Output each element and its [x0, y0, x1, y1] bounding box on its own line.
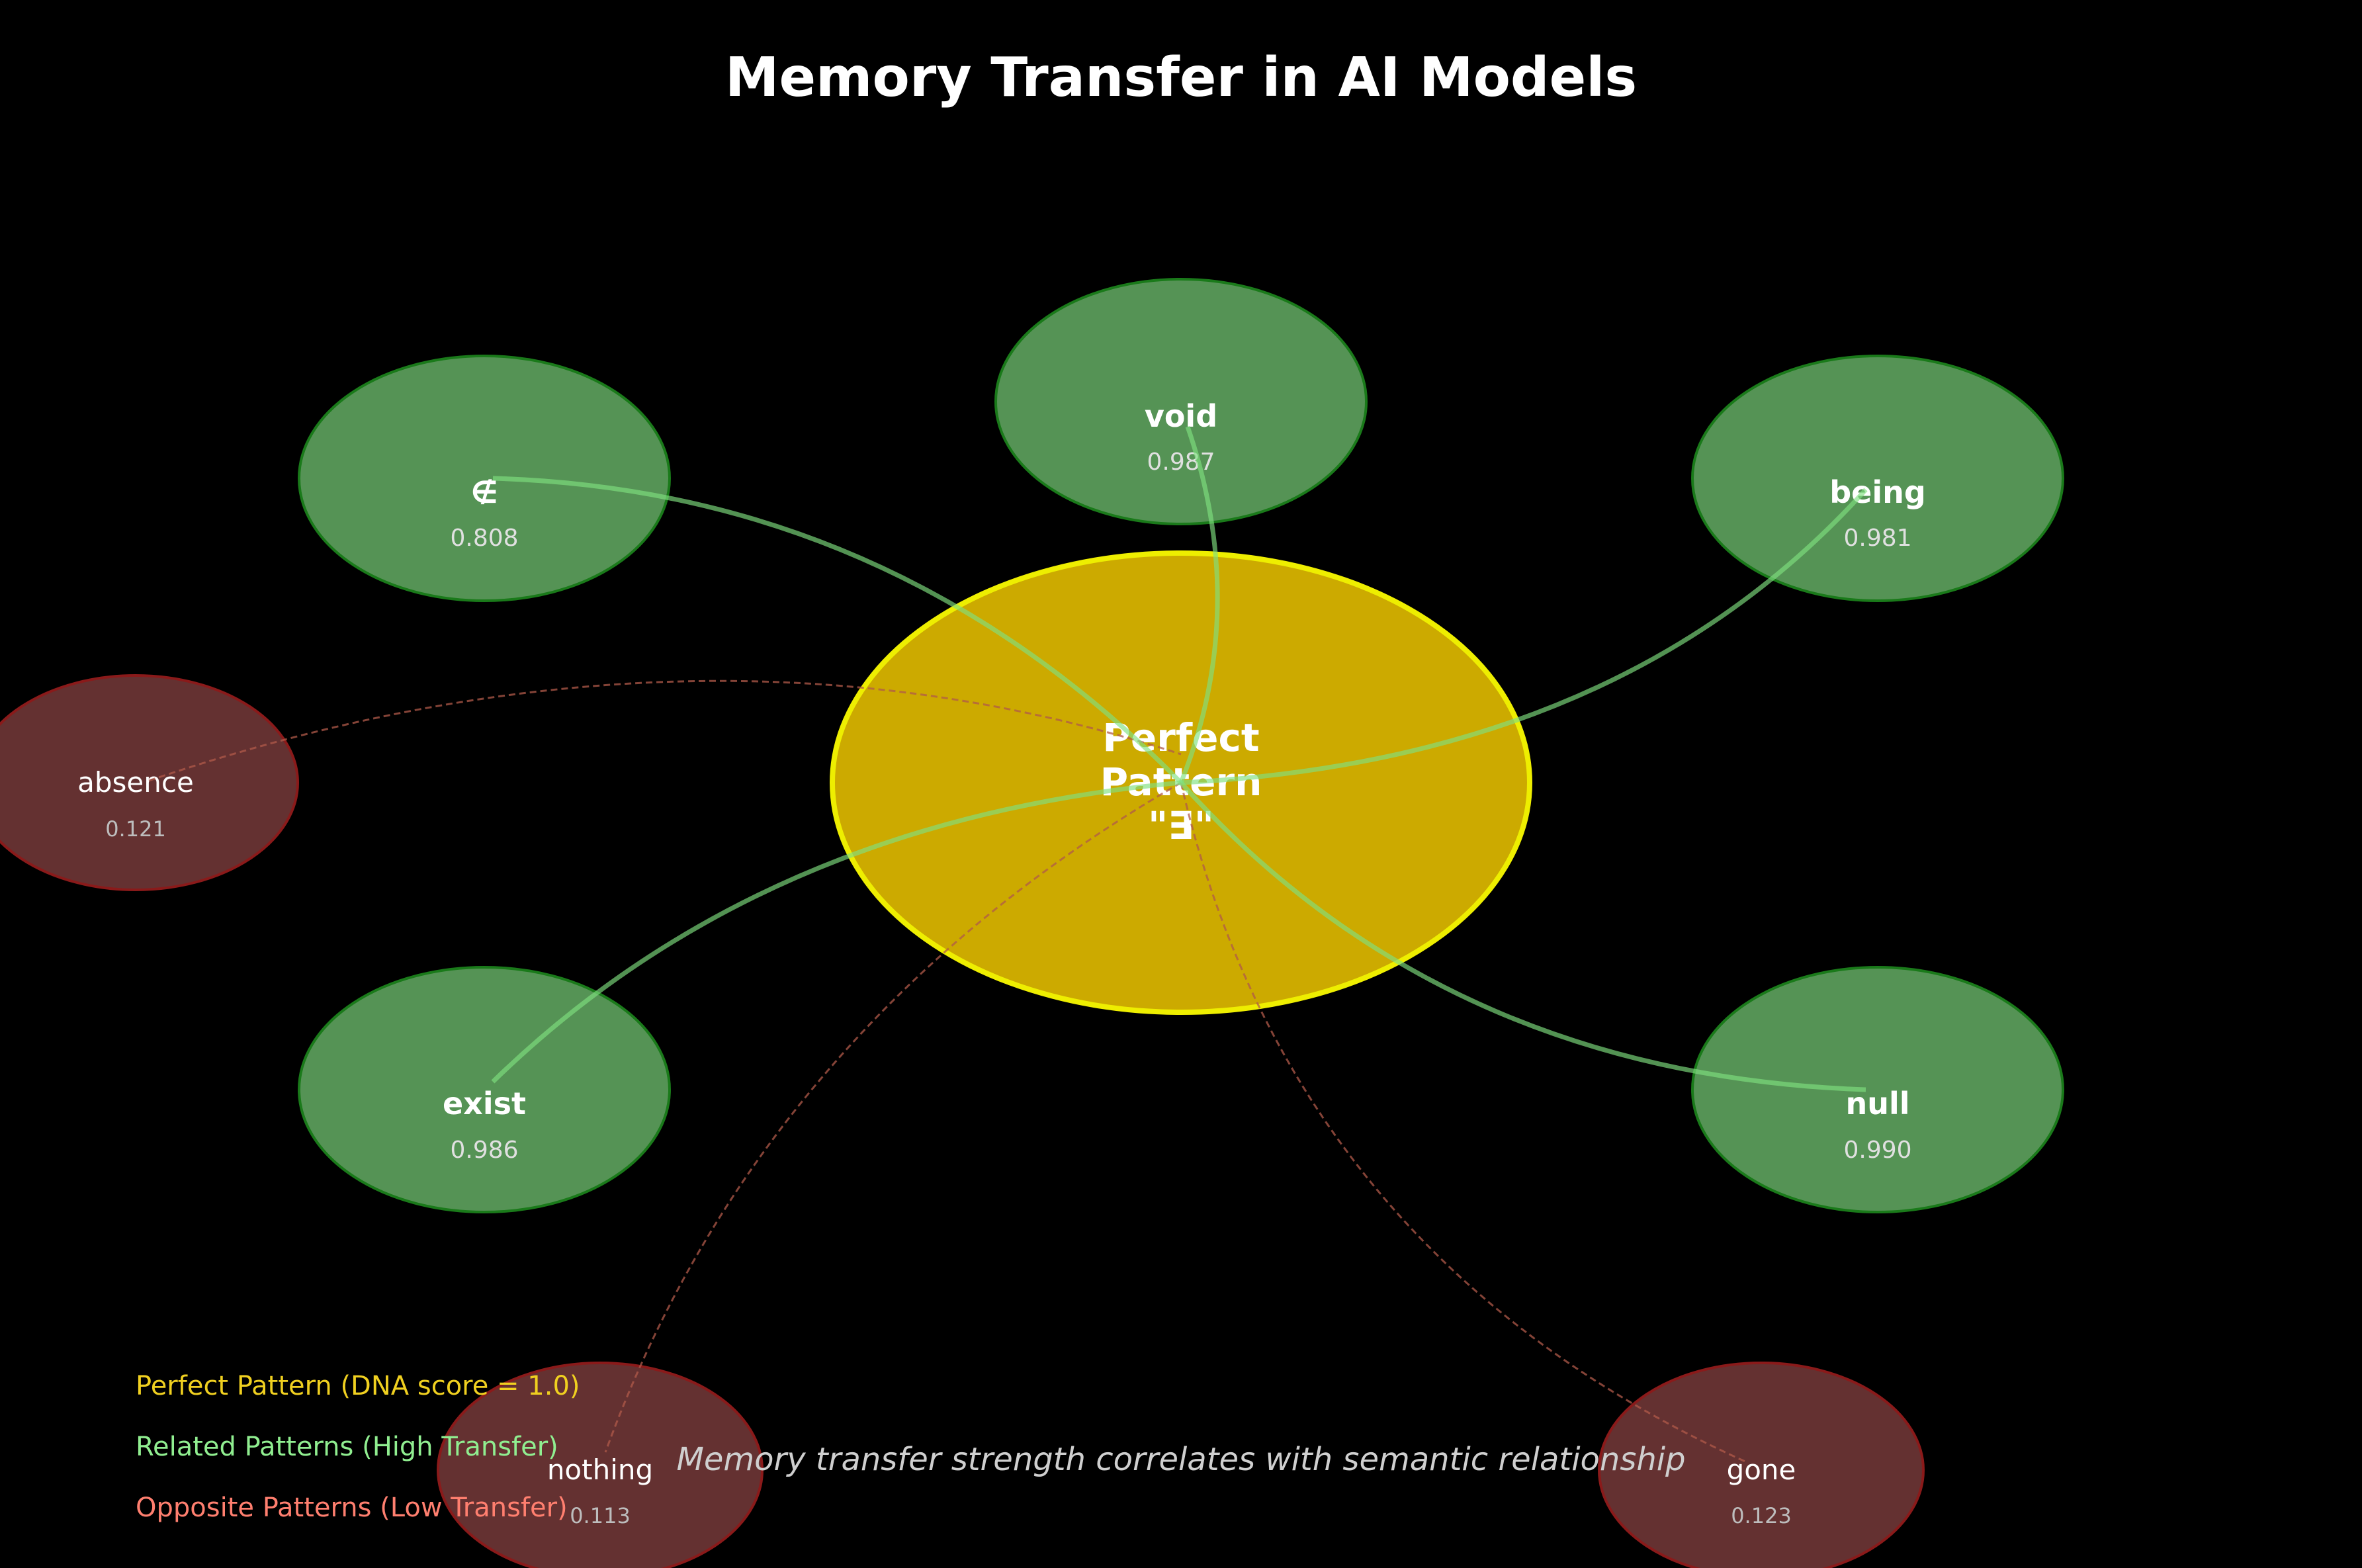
- opposite-node-gone-label: gone: [1727, 1454, 1796, 1486]
- related-node-null: null 0.990: [1691, 966, 2064, 1213]
- node-shape: [437, 1362, 764, 1568]
- node-score: 0.990: [1843, 1137, 1911, 1164]
- center-node-label-line3: "∃": [1148, 803, 1214, 848]
- legend: Perfect Pattern (DNA score = 1.0) Relate…: [136, 1371, 580, 1523]
- node-shape: [298, 966, 671, 1213]
- node-label: null: [1845, 1086, 1909, 1121]
- node-shape: [1691, 966, 2064, 1213]
- opposite-node-nothing: [437, 1362, 764, 1568]
- related-node-not-element-of: ∉ 0.808: [298, 355, 671, 602]
- related-link-exist: [491, 780, 1182, 1084]
- related-link-null: [1179, 781, 1866, 1092]
- node-label: being: [1829, 474, 1926, 510]
- opposite-link-absence: [148, 679, 1182, 782]
- node-shape: [298, 355, 671, 602]
- opposite-node-gone-score: 0.123: [1731, 1503, 1792, 1528]
- node-shape: [1598, 1362, 1925, 1568]
- legend-opposite-patterns: Opposite Patterns (Low Transfer): [136, 1493, 568, 1523]
- opposite-node-gone: [1598, 1362, 1925, 1568]
- node-shape: [0, 674, 299, 891]
- node-label: absence: [77, 766, 194, 799]
- diagram-title: Memory Transfer in AI Models: [725, 46, 1637, 109]
- related-link-void: [1178, 425, 1220, 784]
- node-score: 0.987: [1147, 449, 1215, 476]
- opposite-node-nothing-label: nothing: [547, 1454, 653, 1486]
- opposite-link-nothing: [604, 781, 1182, 1453]
- related-link-not-element-of: [492, 476, 1183, 785]
- node-shape: [1691, 355, 2064, 602]
- legend-perfect-pattern: Perfect Pattern (DNA score = 1.0): [136, 1371, 580, 1401]
- caption: Memory transfer strength correlates with…: [676, 1441, 1685, 1478]
- node-label: void: [1145, 398, 1217, 434]
- node-shape: [994, 278, 1368, 525]
- related-node-being: being 0.981: [1691, 355, 2064, 602]
- related-node-void: void 0.987: [994, 278, 1368, 525]
- node-score: 0.808: [450, 525, 518, 552]
- node-label: exist: [443, 1086, 526, 1121]
- related-link-being: [1180, 488, 1868, 785]
- related-node-exist: exist 0.986: [298, 966, 671, 1213]
- node-score: 0.121: [105, 816, 166, 842]
- opposite-link-gone: [1180, 782, 1747, 1463]
- opposite-node-absence: absence 0.121: [0, 674, 299, 891]
- node-score: 0.981: [1843, 525, 1911, 552]
- legend-related-patterns: Related Patterns (High Transfer): [136, 1432, 558, 1462]
- node-score: 0.986: [450, 1137, 518, 1164]
- opposite-node-nothing-score: 0.113: [570, 1503, 631, 1528]
